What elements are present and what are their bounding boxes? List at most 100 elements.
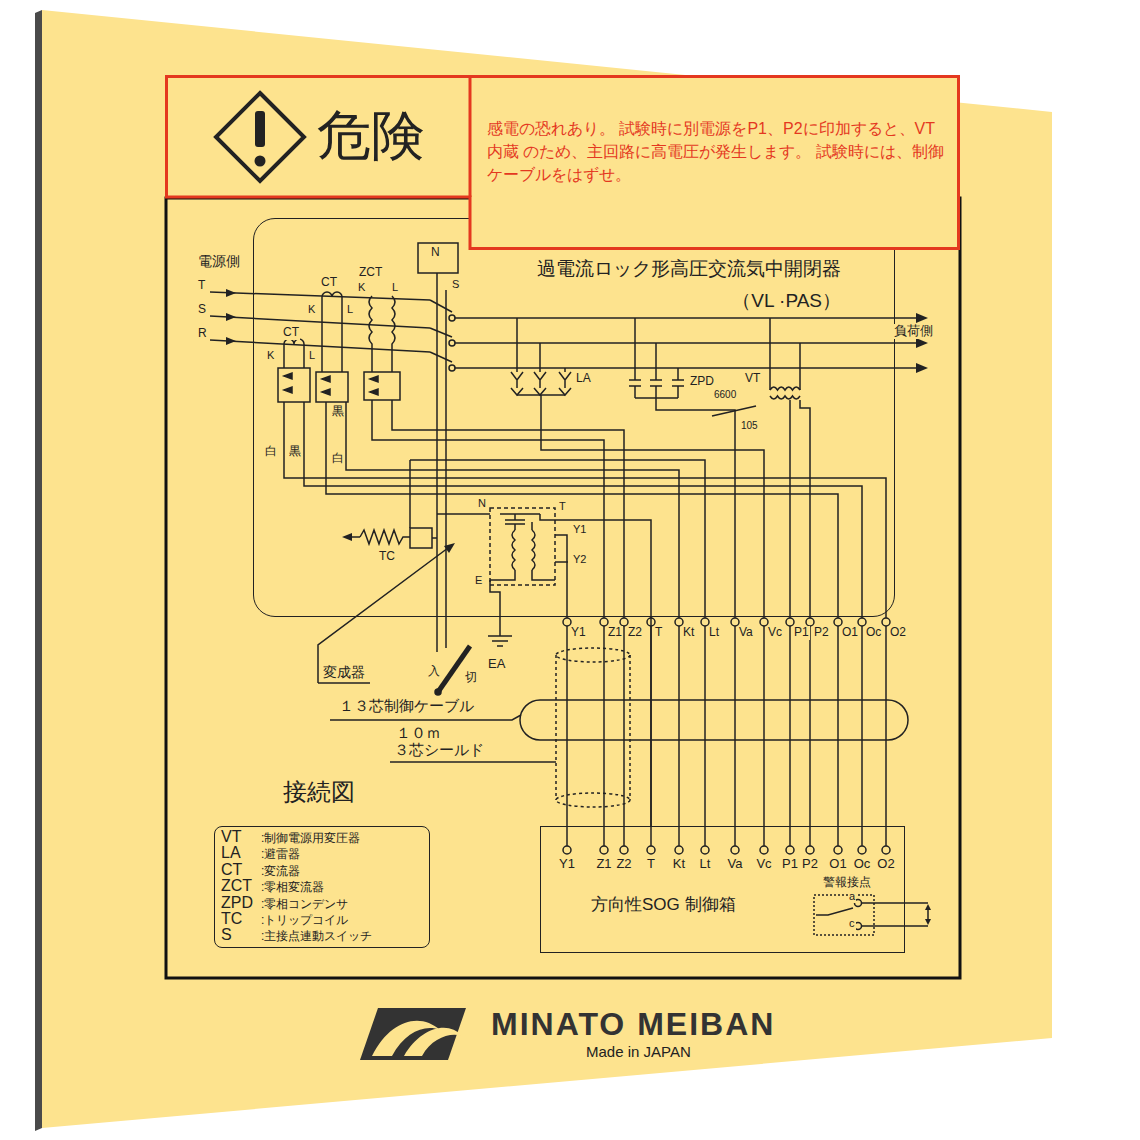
current-transformer bbox=[369, 296, 372, 372]
warning-border bbox=[167, 77, 959, 249]
control-wiring bbox=[800, 400, 810, 618]
terminal-name: P1 bbox=[781, 857, 799, 872]
leader-line bbox=[318, 543, 556, 762]
control-cable bbox=[556, 793, 630, 807]
switch-symbol bbox=[435, 689, 441, 695]
lever-position: 入 bbox=[427, 665, 441, 679]
switch-symbol bbox=[418, 243, 470, 695]
part-name: TC bbox=[378, 550, 396, 564]
cable-core bbox=[731, 618, 739, 626]
terminal-name: Va bbox=[727, 857, 744, 872]
cable-core bbox=[603, 626, 605, 846]
control-cable bbox=[556, 655, 630, 800]
main-line bbox=[210, 316, 430, 328]
leader-line bbox=[444, 543, 455, 553]
abbreviation: VT bbox=[221, 829, 241, 845]
cable-core bbox=[760, 846, 768, 854]
abbreviation: CT bbox=[221, 862, 242, 878]
main-line bbox=[226, 313, 236, 321]
control-wiring bbox=[555, 520, 651, 618]
control-wiring bbox=[392, 400, 624, 618]
cable-core bbox=[806, 618, 814, 626]
exclamation-bar bbox=[255, 111, 265, 147]
voltage-ratio: 105 bbox=[740, 420, 759, 432]
control-wiring bbox=[326, 402, 838, 618]
control-box-title: 方向性SOG 制御箱 bbox=[591, 895, 736, 915]
warning-text: 感電の恐れあり。 試験時に別電源をP1、P2に印加すると、VT内蔵 のため、主回… bbox=[487, 117, 947, 186]
transformer-unit bbox=[488, 636, 512, 646]
lever-position: 切 bbox=[464, 671, 478, 685]
voltage-transformer bbox=[712, 318, 800, 416]
trip-coil bbox=[360, 530, 410, 544]
switch-symbol bbox=[430, 352, 452, 362]
cable-note: １０ｍ bbox=[395, 724, 442, 741]
main-line bbox=[452, 317, 918, 319]
warning-heading: 危険 bbox=[317, 105, 425, 165]
leader-line bbox=[390, 761, 556, 763]
terminal-name: Va bbox=[738, 626, 754, 640]
part-name: CT bbox=[282, 326, 300, 340]
control-wiring bbox=[284, 395, 886, 618]
control-wiring bbox=[284, 402, 886, 618]
terminal-mark: E bbox=[474, 574, 483, 587]
earth-label: EA bbox=[487, 657, 506, 672]
danger-diamond bbox=[216, 93, 304, 181]
cable-core bbox=[837, 626, 839, 846]
main-line bbox=[452, 367, 918, 369]
switch-symbol bbox=[418, 243, 458, 273]
cable-core bbox=[858, 618, 866, 626]
switch-symbol bbox=[436, 273, 438, 652]
leader-line bbox=[318, 545, 452, 683]
terminal-name: Y1 bbox=[558, 857, 576, 872]
cable-core bbox=[885, 626, 887, 846]
nameplate bbox=[42, 10, 1052, 1128]
current-transformer bbox=[392, 296, 395, 372]
nameplate bbox=[35, 10, 42, 1131]
abbreviation-meaning: :制御電源用変圧器 bbox=[261, 831, 360, 845]
lightning-arrester bbox=[511, 372, 523, 395]
control-cable bbox=[556, 648, 630, 662]
cable-note: １３芯制御ケーブル bbox=[338, 697, 475, 714]
cable-connector bbox=[650, 617, 652, 826]
control-wiring bbox=[437, 513, 490, 515]
terminal-name: Z1 bbox=[607, 626, 623, 640]
part-name: ZPD bbox=[689, 375, 715, 389]
control-wiring bbox=[555, 561, 568, 563]
origin-note: Made in JAPAN bbox=[585, 1043, 692, 1060]
part-name: VT bbox=[744, 372, 761, 386]
current-transformer bbox=[316, 372, 348, 402]
cable-core bbox=[731, 846, 739, 854]
cable-core bbox=[563, 618, 890, 854]
terminal-name: Z1 bbox=[595, 857, 612, 872]
alarm-contact bbox=[862, 903, 928, 926]
phase-label: T bbox=[197, 279, 206, 293]
lightning-arrester bbox=[517, 394, 565, 396]
abbreviation: ZCT bbox=[221, 878, 252, 894]
terminal-mark: K bbox=[266, 349, 275, 362]
terminal-name: O1 bbox=[828, 857, 847, 872]
terminal-name: Y1 bbox=[570, 626, 587, 640]
cable-core bbox=[600, 618, 608, 626]
transformer-unit bbox=[490, 514, 555, 580]
terminal-mark: S bbox=[451, 278, 460, 291]
voltage-transformer bbox=[770, 396, 800, 399]
control-wiring bbox=[410, 460, 705, 618]
current-transformer bbox=[278, 292, 400, 402]
abbreviation-meaning: :主接点連動スイッチ bbox=[261, 929, 372, 943]
contact-mark: c bbox=[848, 917, 856, 930]
warning-divider bbox=[469, 77, 472, 198]
abbreviation-meaning: :零相コンデンサ bbox=[261, 897, 348, 911]
current-transformer bbox=[303, 344, 305, 368]
cable-core bbox=[675, 618, 683, 626]
cable-core bbox=[882, 846, 890, 854]
zero-phase-capacitor bbox=[635, 386, 678, 398]
cable-core bbox=[600, 846, 608, 854]
control-wiring bbox=[789, 400, 791, 618]
terminal-name: Kt bbox=[682, 626, 695, 640]
cable-core bbox=[763, 626, 765, 846]
terminal-name: Vc bbox=[755, 857, 772, 872]
current-transformer bbox=[278, 368, 310, 402]
zero-phase-capacitor bbox=[629, 318, 684, 398]
control-wiring bbox=[346, 402, 679, 618]
